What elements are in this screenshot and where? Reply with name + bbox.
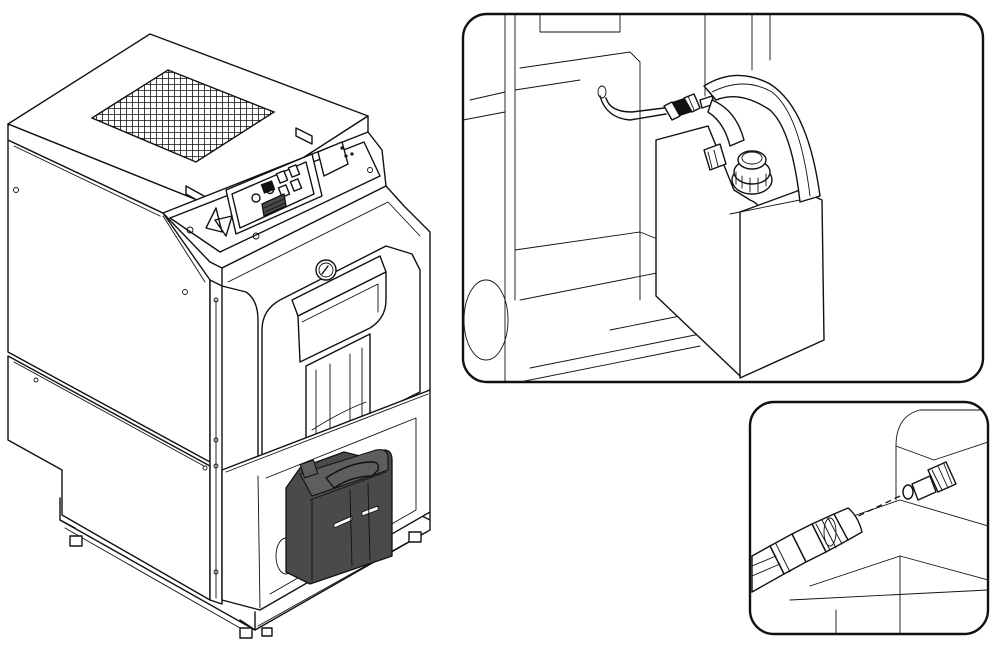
base-frame <box>59 497 431 639</box>
condensate-canister <box>285 449 393 585</box>
display-window <box>317 141 349 177</box>
control-panel <box>225 153 323 235</box>
detail-view-canister-hose <box>461 12 985 384</box>
boiler-unit <box>7 33 431 639</box>
canister-cap <box>731 150 773 195</box>
warning-triangle-icon <box>205 207 233 237</box>
pressure-gauge-icon <box>315 259 337 281</box>
ventilation-grid <box>90 69 276 163</box>
detail-view-quick-coupling <box>748 400 990 636</box>
